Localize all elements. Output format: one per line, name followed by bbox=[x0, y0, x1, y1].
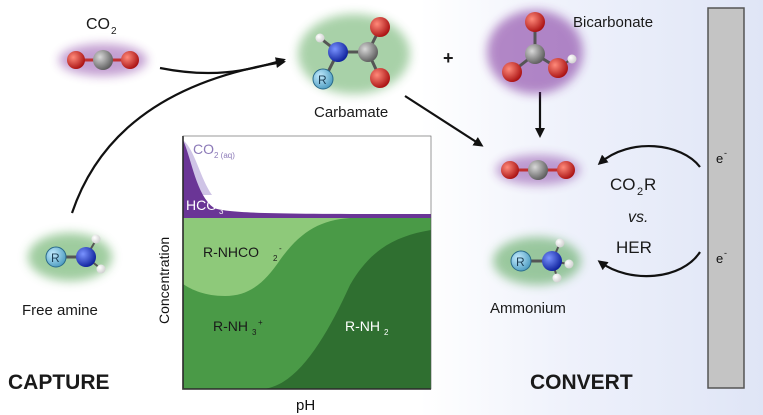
co2-product-molecule bbox=[496, 155, 580, 185]
hco3-region bbox=[183, 140, 431, 218]
arrow-electrode-to-co2 bbox=[597, 145, 701, 168]
co2-molecule bbox=[59, 44, 147, 76]
svg-text:e: e bbox=[716, 151, 723, 166]
svg-text:3: 3 bbox=[219, 207, 224, 216]
svg-text:+: + bbox=[258, 318, 263, 327]
speciation-chart bbox=[183, 136, 431, 389]
svg-text:R-NH: R-NH bbox=[345, 318, 380, 334]
bicarbonate-label: Bicarbonate bbox=[573, 14, 653, 31]
vs-label: vs. bbox=[628, 209, 648, 226]
her-label: HER bbox=[616, 238, 652, 257]
co2-label: CO 2 bbox=[86, 16, 117, 37]
arrow-carbamate-to-co2 bbox=[404, 95, 484, 147]
ammonium-species-label: R-NH 3 + bbox=[213, 318, 263, 337]
carbamate-molecule: R bbox=[298, 14, 410, 94]
ammonium-molecule: R bbox=[493, 237, 581, 285]
svg-text:2: 2 bbox=[384, 328, 389, 337]
electron-label-2: e - bbox=[716, 248, 727, 266]
svg-text:-: - bbox=[225, 197, 228, 206]
svg-text:3: 3 bbox=[252, 328, 257, 337]
svg-text:-: - bbox=[724, 248, 727, 258]
svg-text:e: e bbox=[716, 251, 723, 266]
hco3-label: HCO 3 - bbox=[186, 197, 228, 216]
svg-text:2: 2 bbox=[111, 26, 117, 37]
svg-text:R: R bbox=[516, 255, 525, 269]
svg-text:CO: CO bbox=[193, 141, 214, 157]
carbamate-label: Carbamate bbox=[314, 104, 388, 121]
arrow-co2-to-carbamate bbox=[159, 57, 286, 75]
co2r-label: CO 2 R bbox=[610, 175, 656, 198]
svg-text:R: R bbox=[318, 73, 327, 87]
svg-text:R: R bbox=[51, 251, 60, 265]
svg-text:CO: CO bbox=[86, 16, 110, 33]
free-amine-molecule: R bbox=[28, 233, 112, 281]
svg-text:2: 2 bbox=[637, 186, 643, 198]
svg-text:-: - bbox=[279, 244, 282, 253]
svg-text:-: - bbox=[724, 148, 727, 158]
svg-text:R: R bbox=[644, 175, 656, 194]
arrow-electrode-to-ammonium bbox=[597, 251, 701, 278]
bicarbonate-molecule bbox=[487, 10, 583, 94]
svg-text:2 (aq): 2 (aq) bbox=[214, 151, 235, 160]
capture-heading: CAPTURE bbox=[8, 371, 110, 394]
arrow-amine-to-carbamate bbox=[70, 58, 286, 214]
co2-aq-label: CO 2 (aq) bbox=[193, 141, 235, 160]
svg-text:R-NHCO: R-NHCO bbox=[203, 244, 259, 260]
carbamate-region bbox=[183, 218, 350, 296]
svg-text:R-NH: R-NH bbox=[213, 318, 248, 334]
chart-x-label: pH bbox=[296, 397, 315, 414]
convert-heading: CONVERT bbox=[530, 371, 633, 394]
electrode bbox=[707, 7, 745, 389]
svg-text:2: 2 bbox=[273, 254, 278, 263]
carbamate-species-label: R-NHCO 2 - bbox=[203, 244, 282, 263]
svg-text:HCO: HCO bbox=[186, 197, 217, 213]
plus-sign: + bbox=[443, 48, 454, 68]
electron-label-1: e - bbox=[716, 148, 727, 166]
chart-y-label: Concentration bbox=[156, 237, 172, 324]
free-amine-label: Free amine bbox=[22, 302, 98, 319]
svg-text:CO: CO bbox=[610, 175, 636, 194]
ammonium-label: Ammonium bbox=[490, 300, 566, 317]
free-amine-species-label: R-NH 2 bbox=[345, 318, 389, 337]
